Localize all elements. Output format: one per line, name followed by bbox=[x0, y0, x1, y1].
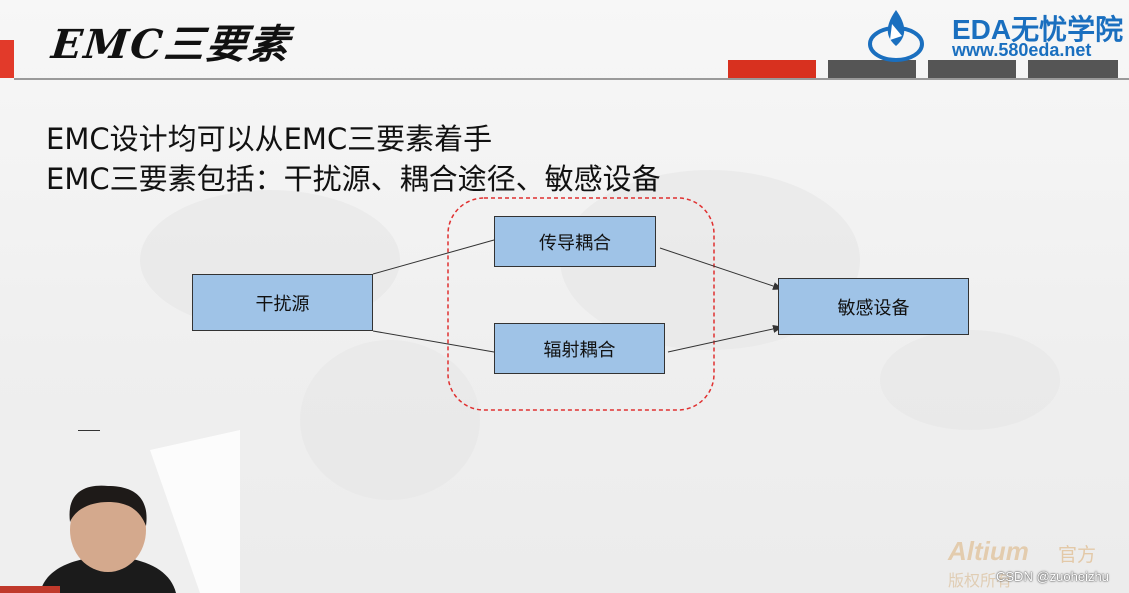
connector-source-to-radiated bbox=[372, 330, 495, 353]
arrow-radiated-to-receiver bbox=[667, 325, 783, 353]
connector-source-to-conducted bbox=[372, 239, 495, 275]
background-map-shape bbox=[300, 340, 480, 500]
logo-url: www.580eda.net bbox=[952, 40, 1092, 60]
watermark-csdn: CSDN @zuoheizhu bbox=[996, 569, 1109, 584]
header-bar-red bbox=[728, 60, 816, 78]
background-map-shape bbox=[880, 330, 1060, 430]
node-sensitive-device: 敏感设备 bbox=[778, 278, 969, 335]
header-bar-gray bbox=[928, 60, 1016, 78]
logo-name: EDA无忧学院 bbox=[952, 14, 1124, 45]
header-bar-gray bbox=[828, 60, 916, 78]
node-radiated-coupling: 辐射耦合 bbox=[494, 323, 665, 374]
watermark-altium: Altium bbox=[948, 536, 1029, 566]
body-line-2: EMC三要素包括：干扰源、耦合途径、敏感设备 bbox=[46, 162, 661, 196]
arrow-conducted-to-receiver bbox=[659, 247, 783, 290]
body-line-1: EMC设计均可以从EMC三要素着手 bbox=[46, 122, 493, 156]
watermark-copyright: 版权所有 bbox=[948, 571, 1013, 590]
presenter-video bbox=[0, 430, 240, 593]
header-accent-red bbox=[0, 40, 14, 78]
watermark-official: 官方 bbox=[1058, 544, 1097, 566]
logo-icon bbox=[868, 10, 924, 62]
header-bar-gray bbox=[1028, 60, 1118, 78]
node-conducted-coupling: 传导耦合 bbox=[494, 216, 656, 267]
node-interference-source: 干扰源 bbox=[192, 274, 373, 331]
header-rule bbox=[14, 78, 1129, 80]
